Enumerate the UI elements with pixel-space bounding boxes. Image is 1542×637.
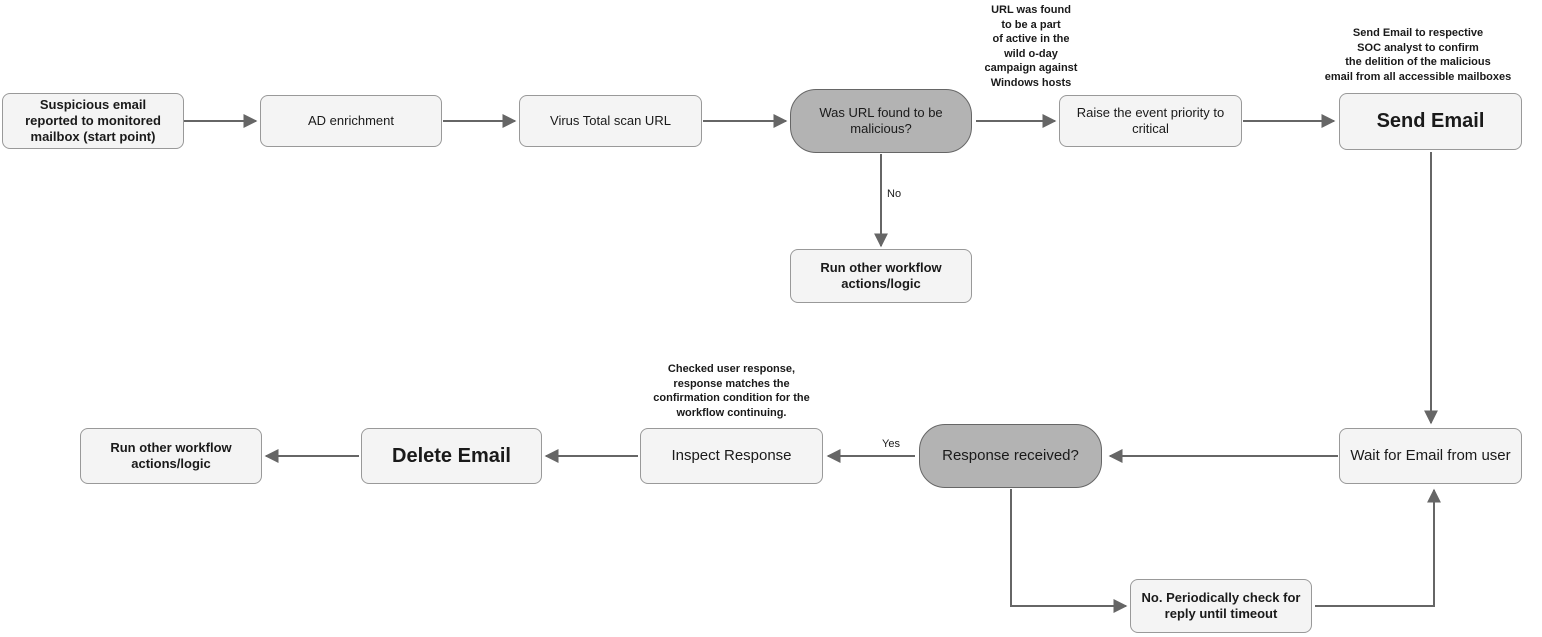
node-delete-email[interactable]: Delete Email — [361, 428, 542, 484]
node-start-label: Suspicious email reported to monitored m… — [25, 96, 161, 145]
node-ad-enrichment-label: AD enrichment — [308, 112, 394, 128]
node-wait-for-email[interactable]: Wait for Email from user — [1339, 428, 1522, 484]
node-wait-for-email-label: Wait for Email from user — [1350, 446, 1511, 464]
node-run-other-workflow-1[interactable]: Run other workflow actions/logic — [790, 249, 972, 303]
node-inspect-response-label: Inspect Response — [671, 446, 792, 464]
node-decision-url-malicious[interactable]: Was URL found to be malicious? — [790, 89, 972, 153]
node-inspect-response[interactable]: Inspect Response — [640, 428, 823, 484]
node-virustotal-scan-label: Virus Total scan URL — [550, 112, 671, 128]
node-run-other-workflow-2[interactable]: Run other workflow actions/logic — [80, 428, 262, 484]
node-start[interactable]: Suspicious email reported to monitored m… — [2, 93, 184, 149]
edge-label-no: No — [887, 188, 902, 200]
node-send-email-label: Send Email — [1376, 110, 1485, 132]
annotation-checked-response: Checked user response, response matches … — [653, 363, 810, 419]
node-virustotal-scan[interactable]: Virus Total scan URL — [519, 95, 702, 147]
node-send-email[interactable]: Send Email — [1339, 93, 1522, 150]
node-decision-url-malicious-label: Was URL found to be malicious? — [819, 104, 943, 136]
annotation-send-email: Send Email to respective SOC analyst to … — [1324, 27, 1512, 83]
node-raise-priority[interactable]: Raise the event priority to critical — [1059, 95, 1242, 147]
node-run-other-workflow-1-label: Run other workflow actions/logic — [820, 259, 942, 291]
node-decision-response-received-label: Response received? — [942, 446, 1079, 464]
node-periodic-check[interactable]: No. Periodically check for reply until t… — [1130, 579, 1312, 633]
annotation-url-found: URL was found to be a part of active in … — [984, 4, 1078, 89]
node-ad-enrichment[interactable]: AD enrichment — [260, 95, 442, 147]
node-periodic-check-label: No. Periodically check for reply until t… — [1141, 589, 1301, 621]
node-raise-priority-label: Raise the event priority to critical — [1076, 104, 1225, 136]
edge-label-yes: Yes — [882, 438, 900, 450]
node-delete-email-label: Delete Email — [392, 444, 511, 467]
node-run-other-workflow-2-label: Run other workflow actions/logic — [110, 439, 232, 471]
node-decision-response-received[interactable]: Response received? — [919, 424, 1102, 488]
